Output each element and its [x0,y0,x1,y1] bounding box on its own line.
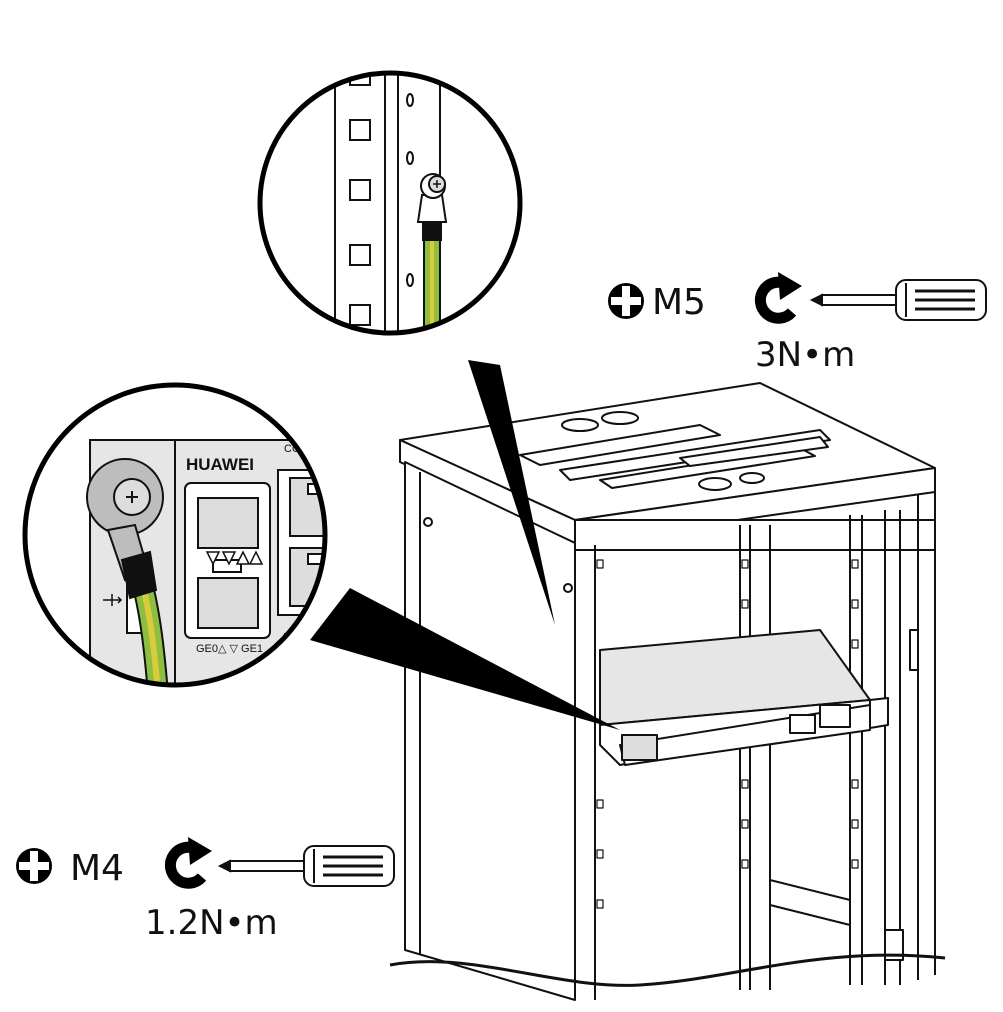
ge-label: GE0△ ▽ GE1 [196,643,263,655]
tool-spec-m4: M4 1.2N•m [16,837,395,943]
top-torque: 3N•m [755,335,855,375]
clockwise-rotate-icon [164,837,212,889]
phillips-screw-icon [608,283,644,319]
phillips-screw-icon [16,848,52,884]
m-label: M [345,443,354,455]
con-aux-label: CON/AUX [284,443,335,455]
magnifier-device-ground: HUAWEI CON/AUX TOD M GE0△ ▽ GE1 STAT RS [22,382,354,688]
tool-spec-m5: M5 3N•m [608,272,987,375]
callout-pointer-left [310,588,620,730]
bottom-screw-size: M4 [70,848,124,889]
magnifier-rack-ground [257,70,523,336]
clockwise-rotate-icon [754,272,802,324]
cutaway-edge [389,953,946,987]
rack-cabinet [399,382,936,1001]
bottom-torque: 1.2N•m [145,903,278,943]
screwdriver-icon [809,279,987,321]
callout-pointer-top [468,360,555,625]
top-screw-size: M5 [652,282,706,323]
usb-icon [103,594,123,606]
screwdriver-icon [217,845,395,887]
brand-label: HUAWEI [186,455,254,474]
